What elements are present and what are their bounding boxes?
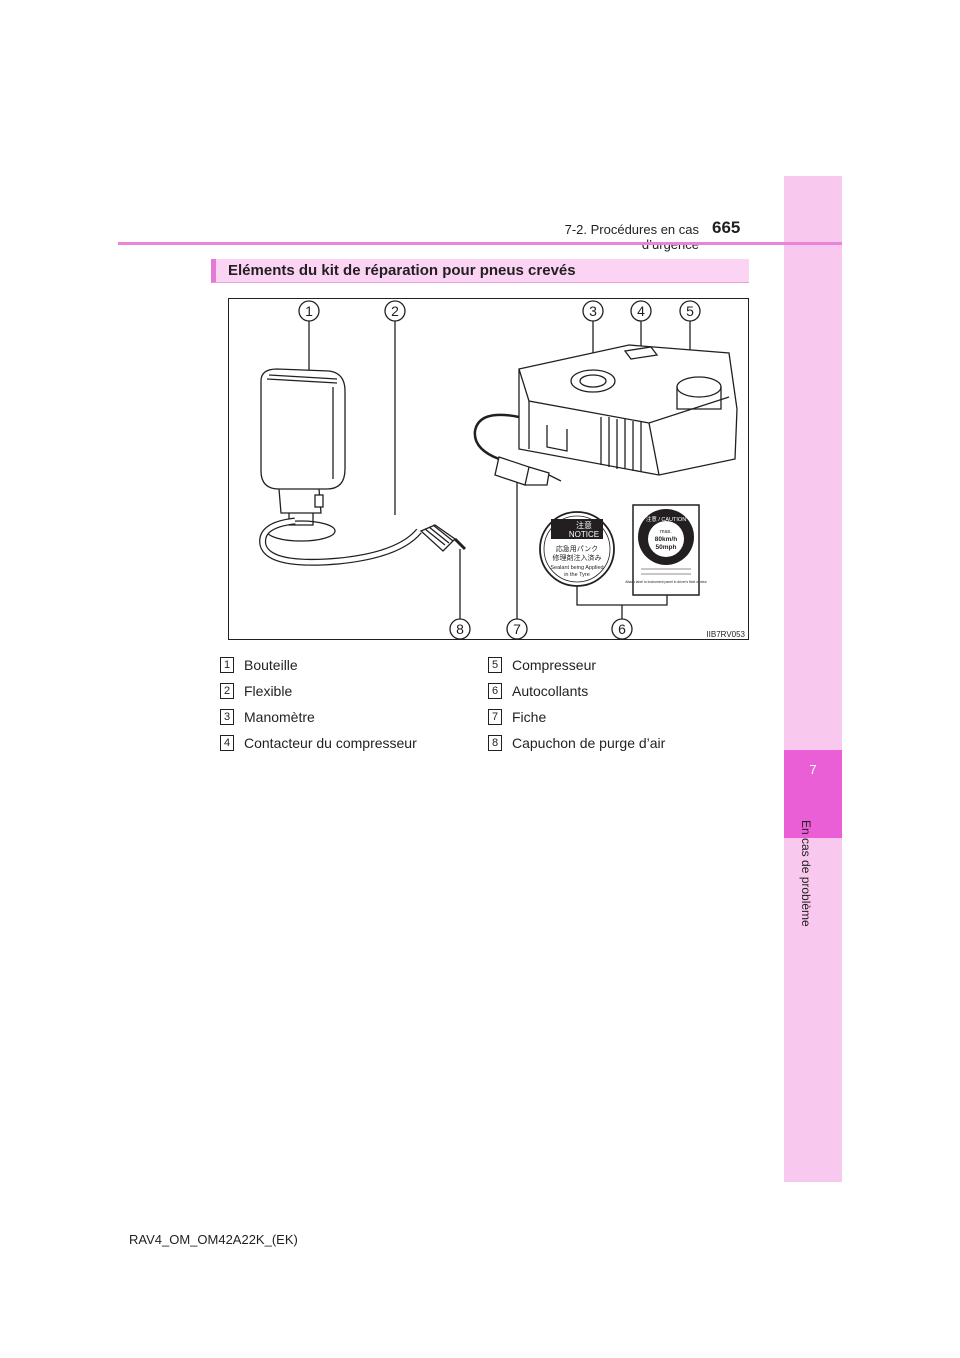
header-rule [118, 242, 842, 245]
svg-text:注意: 注意 [576, 520, 592, 530]
svg-text:80km/h: 80km/h [655, 536, 677, 543]
svg-text:Attach label to instrument pan: Attach label to instrument panel in driv… [625, 580, 707, 584]
item-label: Contacteur du compresseur [244, 735, 417, 751]
item-label: Bouteille [244, 657, 298, 673]
svg-text:in the Tyre: in the Tyre [564, 572, 590, 578]
caution-sticker: 注意 / CAUTION max. 80km/h 50mph Attach la… [625, 505, 707, 595]
repair-kit-illustration: 1 2 3 4 5 8 [228, 298, 749, 640]
svg-text:応急用パンク: 応急用パンク [556, 544, 598, 553]
svg-text:1: 1 [305, 303, 313, 319]
section-heading-text: Eléments du kit de réparation pour pneus… [228, 262, 576, 279]
item-label: Manomètre [244, 709, 315, 725]
plug-drawing [495, 457, 561, 485]
svg-text:4: 4 [637, 303, 645, 319]
item-number: 3 [220, 709, 234, 725]
callout-4: 4 [631, 301, 651, 321]
item-number: 6 [488, 683, 502, 699]
item-label: Autocollants [512, 683, 588, 699]
callout-3: 3 [583, 301, 603, 321]
callout-1: 1 [299, 301, 319, 321]
page-number: 665 [712, 218, 740, 238]
notice-sticker: 注意 NOTICE 応急用パンク 修理剤注入済み Sealant being A… [540, 512, 614, 586]
item-number: 7 [488, 709, 502, 725]
item-number: 4 [220, 735, 234, 751]
svg-text:2: 2 [391, 303, 399, 319]
item-number: 8 [488, 735, 502, 751]
bottle-drawing [261, 369, 345, 541]
image-code: IIB7RV053 [706, 630, 745, 639]
item-label: Compresseur [512, 657, 596, 673]
header-section-title: 7-2. Procédures en cas d’urgence [506, 222, 699, 252]
svg-text:50mph: 50mph [656, 544, 677, 551]
svg-text:注意 / CAUTION: 注意 / CAUTION [646, 515, 686, 523]
chapter-number: 7 [784, 762, 842, 777]
callout-7: 7 [507, 619, 527, 639]
callout-5: 5 [680, 301, 700, 321]
callout-8: 8 [450, 619, 470, 639]
chapter-side-tab [784, 176, 842, 1182]
svg-text:3: 3 [589, 303, 597, 319]
hose-end-drawing [421, 525, 465, 551]
section-heading: Eléments du kit de réparation pour pneus… [211, 259, 749, 283]
svg-text:Sealant being Applied: Sealant being Applied [550, 565, 603, 571]
item-number: 5 [488, 657, 502, 673]
chapter-title: En cas de problème [799, 820, 813, 927]
svg-text:NOTICE: NOTICE [569, 530, 599, 539]
svg-text:8: 8 [456, 621, 464, 637]
item-number: 1 [220, 657, 234, 673]
callout-6: 6 [612, 619, 632, 639]
svg-text:7: 7 [513, 621, 521, 637]
document-code-footer: RAV4_OM_OM42A22K_(EK) [129, 1232, 298, 1247]
svg-text:修理剤注入済み: 修理剤注入済み [553, 553, 602, 562]
item-label: Fiche [512, 709, 546, 725]
item-label: Flexible [244, 683, 292, 699]
item-label: Capuchon de purge d’air [512, 735, 665, 751]
compressor-drawing [519, 345, 737, 475]
svg-text:max.: max. [660, 529, 672, 535]
callout-2: 2 [385, 301, 405, 321]
repair-kit-drawing: 1 2 3 4 5 8 [229, 299, 750, 641]
item-number: 2 [220, 683, 234, 699]
svg-text:6: 6 [618, 621, 626, 637]
svg-text:5: 5 [686, 303, 694, 319]
